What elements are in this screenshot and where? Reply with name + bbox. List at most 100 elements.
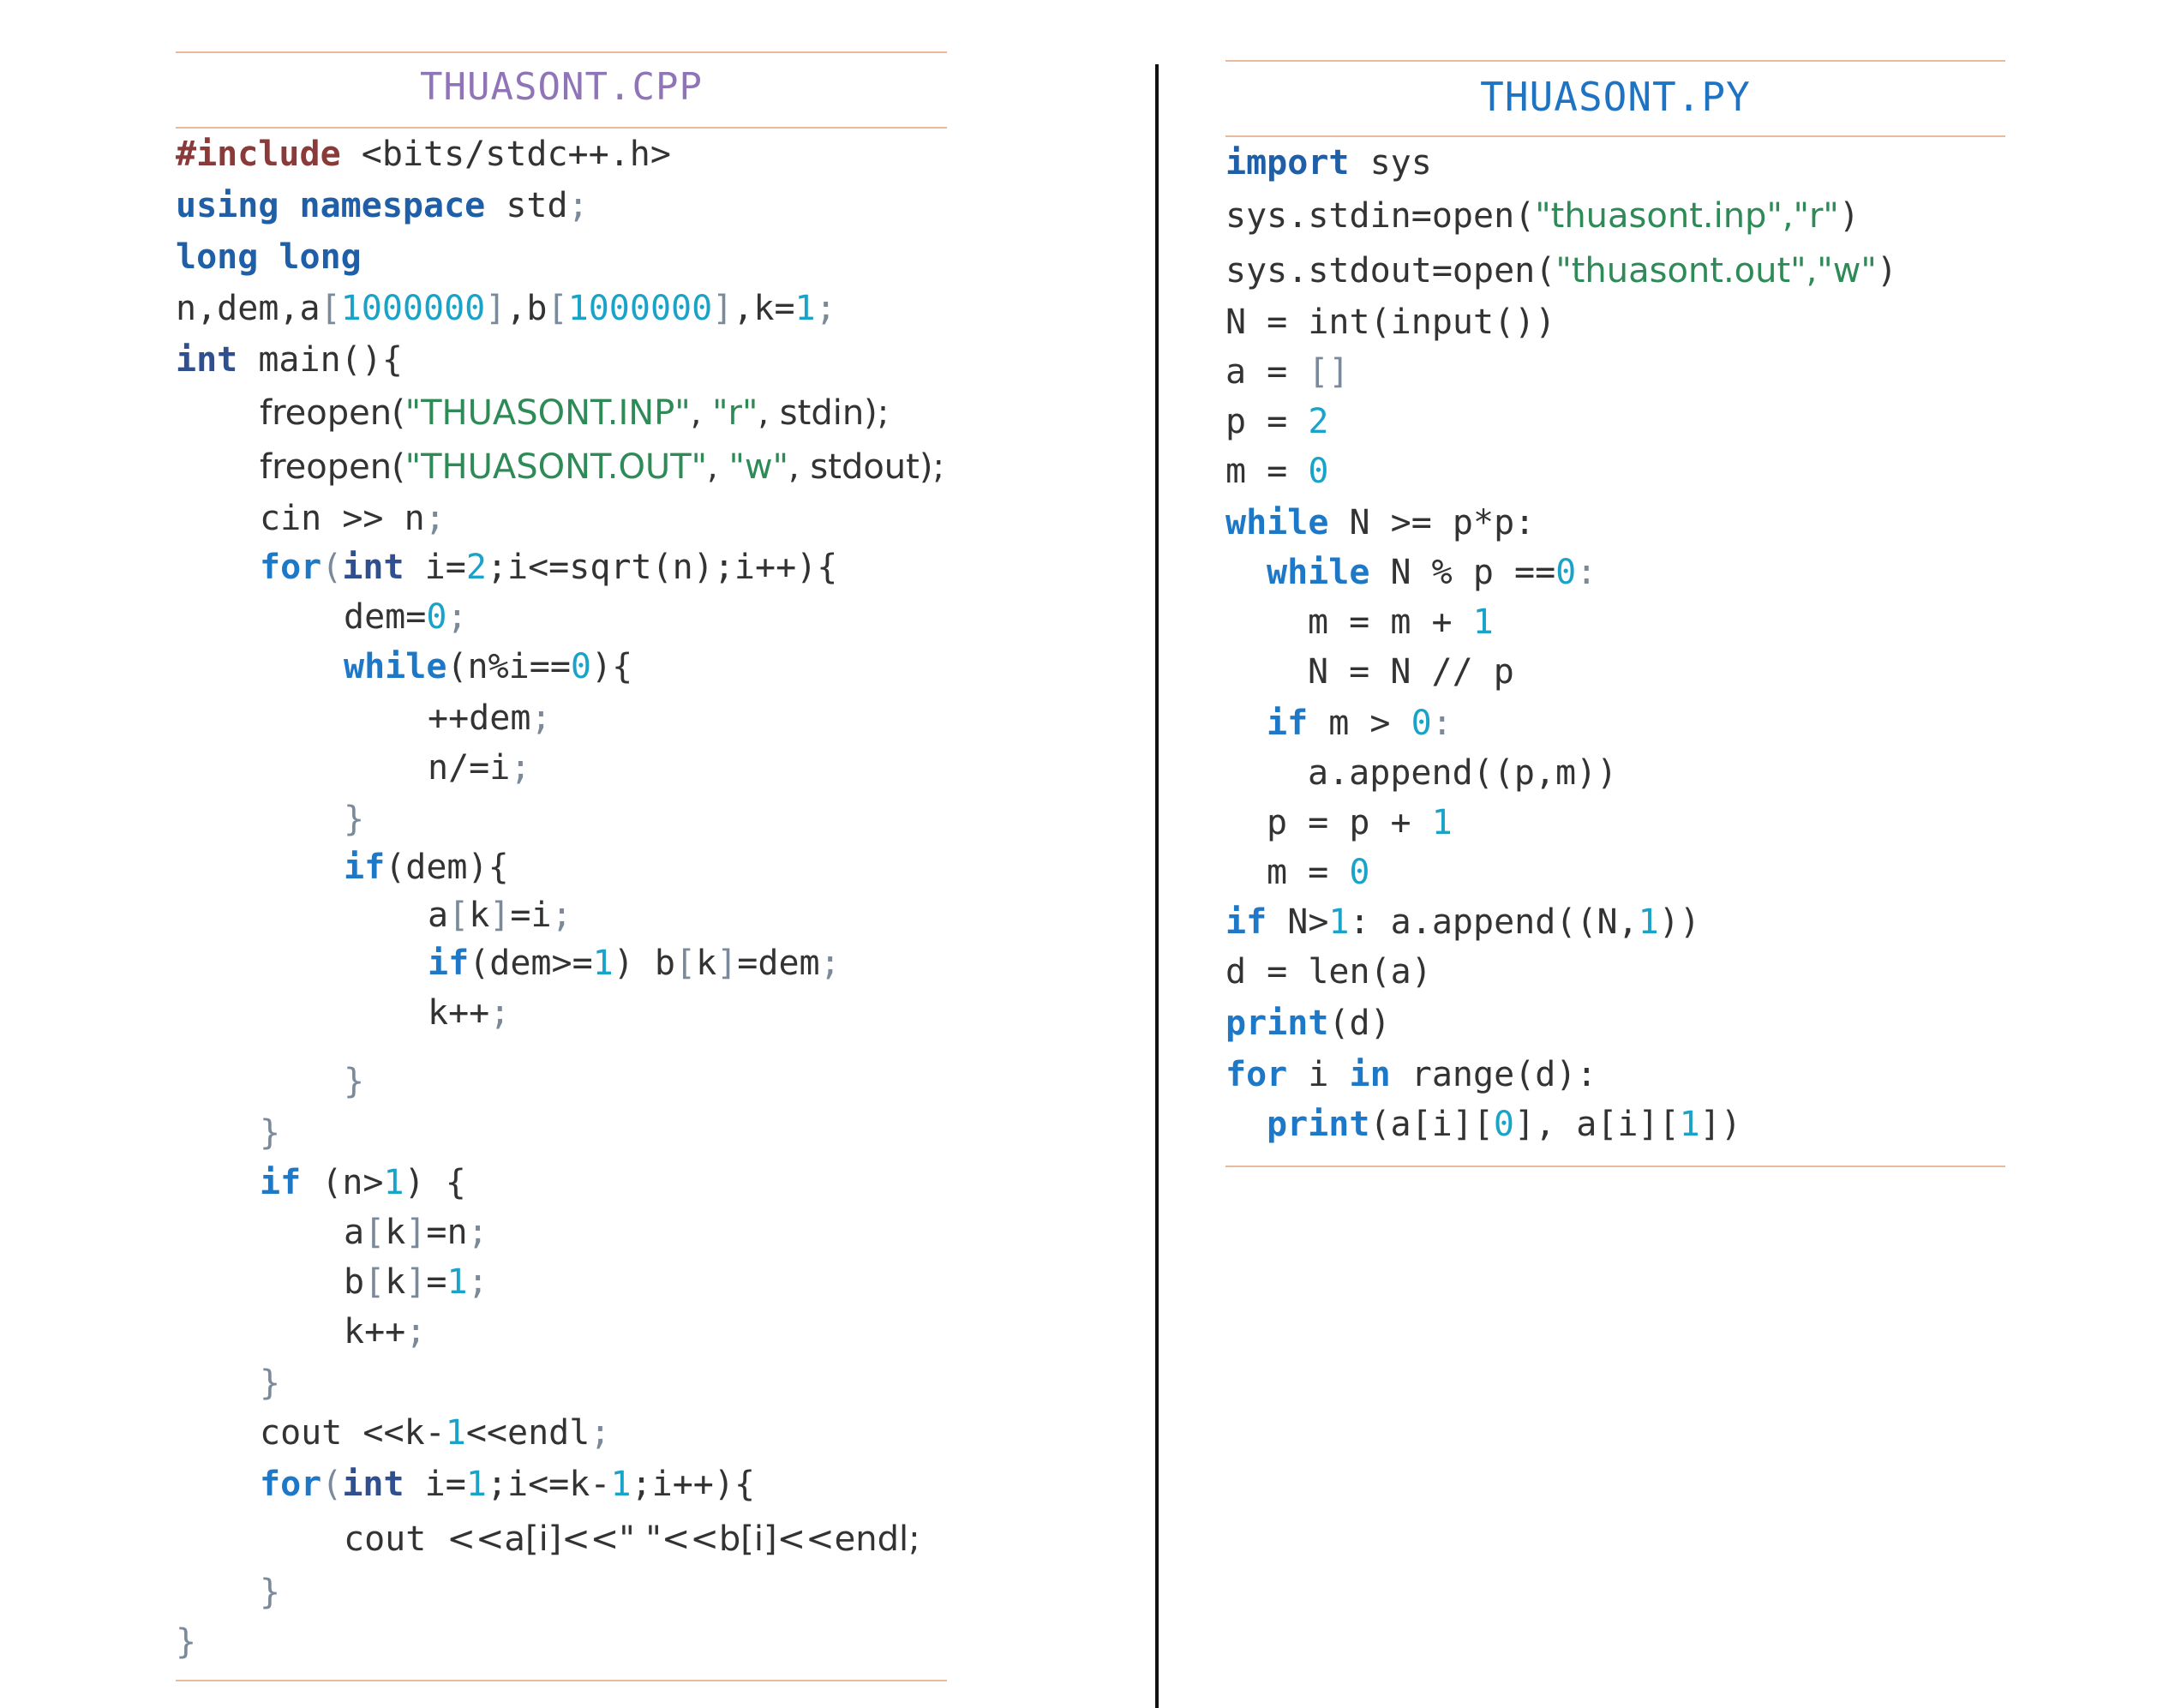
py-code-line: a.append((p,m)) (1308, 752, 1617, 794)
code-token: k (469, 896, 490, 935)
code-token: ] (485, 289, 506, 328)
py-code-line: N = N // p (1308, 650, 1514, 693)
py-code-line: m = 0 (1267, 851, 1369, 894)
py-code-line: if m > 0: (1267, 702, 1453, 745)
cpp-top-rule (176, 51, 947, 53)
code-token: n,dem,a (176, 289, 321, 328)
cpp-code-line: } (260, 1362, 280, 1405)
py-code-line: m = m + 1 (1308, 601, 1494, 644)
code-token: int (342, 548, 404, 587)
code-token: (n> (301, 1163, 384, 1202)
code-token: cin >> n (260, 499, 425, 538)
code-token: p = (1225, 402, 1309, 441)
py-code-line: while N % p ==0: (1267, 551, 1597, 594)
code-token: 1000000 (567, 289, 713, 328)
code-token: ] (405, 1262, 427, 1302)
cpp-code-line: } (260, 1112, 280, 1154)
code-token: 1 (445, 1413, 466, 1453)
py-code-line: if N>1: a.append((N,1)) (1225, 901, 1700, 944)
code-token: i= (404, 1465, 466, 1504)
cpp-code-line: freopen("THUASONT.OUT", "w", stdout); (260, 446, 944, 488)
code-token: N> (1267, 902, 1329, 942)
code-token: 1 (1328, 902, 1350, 942)
code-token: in (1349, 1055, 1391, 1094)
py-code-line: while N >= p*p: (1225, 501, 1535, 544)
cpp-title-rule (176, 127, 947, 129)
code-token: if (1225, 902, 1267, 942)
code-token: ; (446, 597, 468, 637)
code-token: n/=i (428, 748, 511, 788)
code-token: ) (1876, 251, 1897, 291)
code-token: ){ (591, 647, 633, 686)
cpp-file-title: THUASONT.CPP (420, 65, 703, 109)
code-token: while (344, 647, 447, 686)
py-code-line: a = [] (1225, 351, 1350, 393)
code-token: 1 (1431, 803, 1453, 842)
cpp-code-line: a[k]=i; (428, 894, 572, 937)
code-token: [ (364, 1213, 386, 1252)
code-token: m = m + (1308, 602, 1473, 642)
code-token: ) (1838, 196, 1860, 236)
cpp-code-line: } (344, 1060, 364, 1103)
code-token: 0 (1493, 1105, 1515, 1144)
cpp-code-line: while(n%i==0){ (344, 645, 632, 688)
py-file-title: THUASONT.PY (1480, 74, 1751, 120)
code-token: sys.stdin=open( (1225, 196, 1536, 236)
cpp-code-line: cout <<k-1<<endl; (260, 1411, 610, 1454)
code-token: 1 (1679, 1105, 1700, 1144)
code-token: i (1287, 1055, 1350, 1094)
code-token: : (1576, 553, 1597, 592)
code-token: if (1267, 704, 1309, 743)
code-token: , stdout); (788, 447, 944, 487)
code-token: ;i++){ (631, 1465, 756, 1504)
code-token: main(){ (237, 340, 403, 380)
code-token: ] (489, 896, 511, 935)
code-token: =dem (737, 944, 820, 983)
code-token: (dem>= (469, 944, 593, 983)
code-token: 0 (1349, 853, 1370, 892)
code-token: ; (815, 289, 836, 328)
code-token: [ (364, 1262, 386, 1302)
py-code-line: sys.stdin=open("thuasont.inp","r") (1225, 195, 1860, 237)
code-token: ; (489, 993, 511, 1033)
code-token: } (344, 1062, 365, 1101)
code-token: = (426, 1262, 447, 1302)
code-token: ; (405, 1312, 427, 1351)
code-token: } (260, 1113, 281, 1153)
code-token: m = (1225, 452, 1309, 491)
code-token: for (260, 548, 322, 587)
code-token: ) { (404, 1163, 466, 1202)
code-token: for (260, 1465, 322, 1504)
code-token: (a[i][ (1369, 1105, 1494, 1144)
cpp-code-line: } (260, 1571, 280, 1614)
code-token: : (1431, 704, 1453, 743)
code-token: d = len(a) (1225, 952, 1432, 992)
code-token: k++ (344, 1312, 406, 1351)
code-token: (n%i== (446, 647, 571, 686)
code-token: ; (530, 698, 552, 738)
code-token: "thuasont.out","w" (1555, 251, 1877, 291)
cpp-code-line: freopen("THUASONT.INP", "r", stdin); (260, 392, 889, 434)
code-token: print (1267, 1105, 1370, 1144)
cpp-code-line: cout <<a[i]<<" "<<b[i]<<endl; (344, 1518, 920, 1561)
py-code-line: sys.stdout=open("thuasont.out","w") (1225, 249, 1897, 292)
code-token: : a.append((N, (1349, 902, 1639, 942)
code-token: a (344, 1213, 365, 1252)
code-token: import (1225, 143, 1350, 183)
code-token: N = N // p (1308, 652, 1514, 692)
code-token: freopen( (260, 393, 405, 433)
column-divider (1155, 64, 1159, 1708)
cpp-code-line: using namespace std; (176, 184, 589, 227)
code-token: } (260, 1573, 281, 1612)
code-token: 1 (383, 1163, 404, 1202)
code-token: cout <<k- (260, 1413, 446, 1453)
code-token: i= (404, 548, 466, 587)
cpp-code-line: cin >> n; (260, 497, 446, 540)
cpp-code-line: if(dem){ (344, 846, 509, 889)
code-token: } (176, 1622, 197, 1662)
py-top-rule (1225, 60, 2005, 62)
py-code-line: print(d) (1225, 1002, 1391, 1045)
code-token: ;i<=k- (486, 1465, 611, 1504)
code-token: 1 (446, 1262, 468, 1302)
